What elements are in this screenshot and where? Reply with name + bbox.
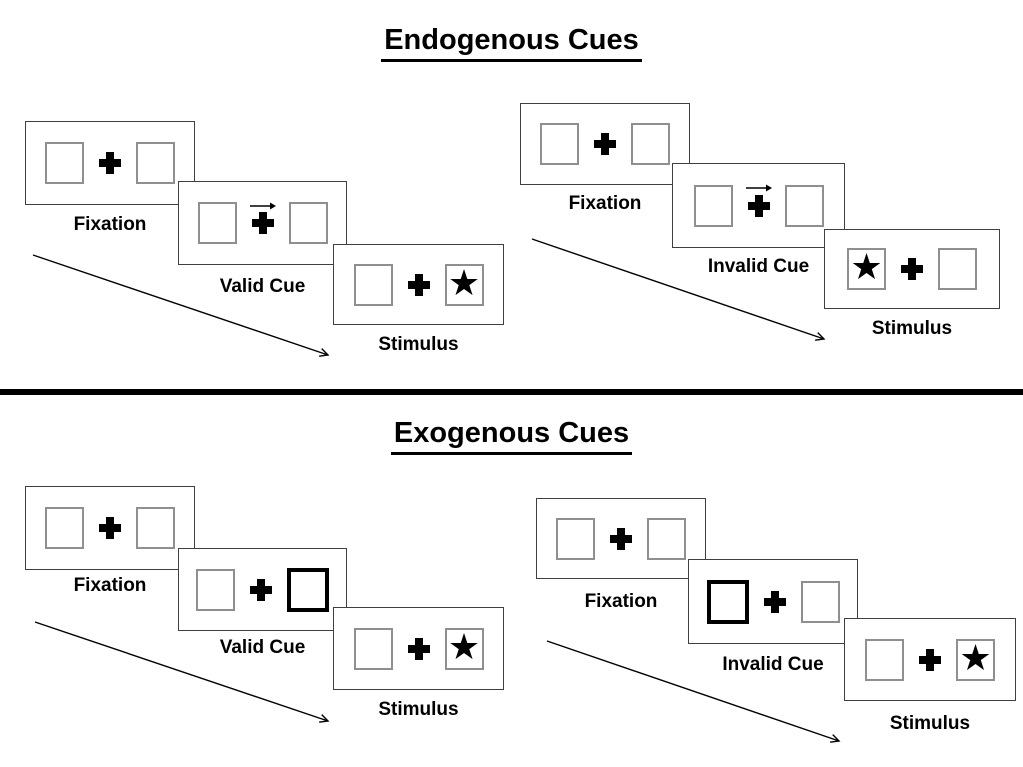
- left-box: [45, 142, 84, 184]
- left-box: ★: [847, 248, 886, 290]
- target-star-icon: ★: [850, 246, 883, 287]
- frame-label-invalid-cue: Invalid Cue: [707, 256, 810, 277]
- right-box: ★: [444, 625, 484, 670]
- fixation-cross-icon: [99, 517, 121, 539]
- fixation-cross-icon: [610, 527, 632, 550]
- endogenous-invalid-fixation-panel: [520, 103, 690, 185]
- left-box-thick-cue: [706, 579, 749, 624]
- left-box: [540, 123, 579, 165]
- endogenous-invalid-cue-panel: [672, 163, 845, 248]
- right-box: [288, 202, 328, 244]
- fixation-cross-icon: [747, 194, 770, 217]
- left-box: [197, 202, 237, 244]
- timeline-arrow-endogenous-invalid: [531, 238, 826, 341]
- right-box: [136, 507, 175, 549]
- target-star-icon: ★: [959, 636, 992, 678]
- target-star-icon: ★: [447, 261, 481, 303]
- timeline-arrow-exogenous-valid: [34, 621, 330, 723]
- right-box: [784, 184, 824, 227]
- fixation-cross-icon: [919, 648, 941, 671]
- section-title-text: Exogenous Cues: [390, 417, 633, 455]
- exogenous-valid-stimulus-panel: ★: [333, 607, 504, 690]
- frame-label-stimulus: Stimulus: [871, 318, 953, 339]
- fixation-cross-icon: [250, 578, 272, 601]
- left-box: [556, 517, 595, 560]
- endogenous-valid-stimulus-panel: ★: [333, 244, 504, 325]
- left-box: [45, 507, 84, 549]
- left-box: [693, 184, 733, 227]
- left-box: [353, 627, 393, 670]
- frame-label-fixation: Fixation: [568, 193, 642, 214]
- timeline-arrow-exogenous-invalid: [546, 640, 841, 743]
- frame-label-stimulus: Stimulus: [378, 334, 459, 355]
- frame-label-fixation: Fixation: [584, 591, 658, 612]
- fixation-cross-icon: [407, 637, 430, 660]
- exogenous-invalid-cue-panel: [688, 559, 858, 644]
- section-divider: [0, 389, 1023, 395]
- fixation-cross-icon: [251, 212, 274, 234]
- left-box: [196, 568, 235, 611]
- fixation-cross-icon: [99, 152, 121, 174]
- right-box: ★: [956, 636, 995, 681]
- exogenous-invalid-stimulus-panel: ★: [844, 618, 1016, 701]
- exogenous-valid-cue-panel: [178, 548, 347, 631]
- right-box: [136, 142, 175, 184]
- right-box: [800, 580, 840, 623]
- frame-label-invalid-cue: Invalid Cue: [722, 654, 824, 675]
- section-title-exogenous: Exogenous Cues: [0, 417, 1023, 455]
- section-title-endogenous: Endogenous Cues: [0, 24, 1023, 62]
- fixation-cross-icon: [901, 258, 923, 280]
- right-box: [647, 517, 686, 560]
- cue-arrow-right-icon: [249, 202, 276, 210]
- fixation-cross-icon: [407, 273, 430, 296]
- cue-arrow-right-icon: [745, 184, 772, 192]
- exogenous-invalid-fixation-panel: [536, 498, 706, 579]
- right-box-thick-cue: [287, 567, 329, 612]
- frame-label-stimulus: Stimulus: [889, 713, 971, 734]
- target-star-icon: ★: [447, 625, 481, 667]
- section-title-text: Endogenous Cues: [381, 24, 642, 62]
- endogenous-valid-fixation-panel: [25, 121, 195, 205]
- timeline-arrow-endogenous-valid: [32, 254, 330, 357]
- right-box: [631, 123, 670, 165]
- left-box: [865, 638, 904, 681]
- endogenous-valid-cue-panel: [178, 181, 347, 265]
- exogenous-valid-fixation-panel: [25, 486, 195, 570]
- endogenous-invalid-stimulus-panel: ★: [824, 229, 1000, 309]
- left-box: [353, 263, 393, 306]
- right-box: [938, 248, 977, 290]
- frame-label-valid-cue: Valid Cue: [219, 276, 306, 297]
- fixation-cross-icon: [763, 590, 786, 613]
- frame-label-fixation: Fixation: [73, 214, 147, 235]
- frame-label-fixation: Fixation: [73, 575, 147, 596]
- fixation-cross-icon: [594, 133, 616, 155]
- right-box: ★: [444, 261, 484, 306]
- frame-label-valid-cue: Valid Cue: [219, 637, 306, 658]
- frame-label-stimulus: Stimulus: [378, 699, 459, 720]
